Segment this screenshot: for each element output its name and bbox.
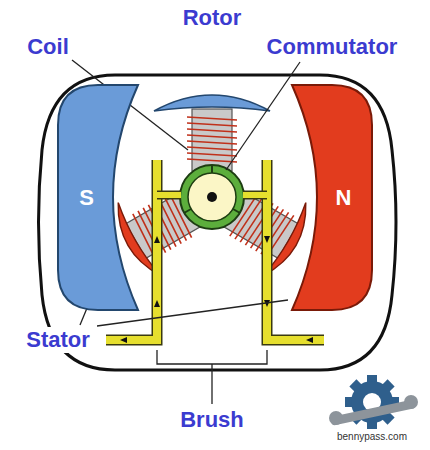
- magnet-outline: [58, 85, 143, 310]
- magnet-shape: [292, 85, 372, 310]
- shaft-center: [207, 192, 217, 202]
- brush-contact: [243, 192, 267, 198]
- wrench: [330, 399, 416, 426]
- pole-letter: S: [79, 185, 94, 211]
- current-arrow: [306, 337, 313, 343]
- wrench-head: [329, 411, 343, 425]
- magnet-outline: [287, 85, 372, 310]
- magnet-pole: S: [58, 85, 143, 310]
- magnet-shape: [58, 85, 138, 310]
- watermark-logo: [329, 375, 418, 429]
- brush-pair: [106, 160, 324, 343]
- current-arrow: [120, 337, 127, 343]
- pole-letter: N: [336, 185, 352, 211]
- coil-winding: [187, 117, 237, 120]
- magnet-pole: N: [287, 85, 372, 310]
- rotor-pole: [154, 95, 270, 171]
- coil-winding: [187, 147, 237, 150]
- rotor-armature: [107, 95, 317, 282]
- part-label: Brush: [178, 407, 246, 432]
- current-arrow: [154, 300, 160, 307]
- leader-line: [211, 364, 212, 404]
- commutator-symbol: [180, 165, 244, 229]
- wrench-head: [404, 395, 418, 409]
- coil-winding: [187, 153, 237, 156]
- leader-line: [226, 62, 300, 170]
- brush-bracket: [157, 350, 267, 364]
- coil-winding: [187, 123, 237, 126]
- brush-contact: [157, 192, 181, 198]
- brush-contact-outline: [157, 191, 181, 200]
- part-label: Commutator: [265, 34, 400, 59]
- coil-winding: [187, 159, 237, 162]
- motor-housing: [39, 75, 397, 370]
- commutator-gap: [233, 209, 240, 213]
- current-arrow: [154, 236, 160, 243]
- current-arrow: [264, 236, 270, 243]
- watermark: bennypass.com: [335, 431, 409, 443]
- commutator-ring: [180, 165, 244, 229]
- part-label: Rotor: [181, 5, 244, 30]
- part-label: Coil: [25, 34, 71, 59]
- commutator-gap: [184, 209, 191, 213]
- coil-winding: [187, 129, 237, 132]
- brush-contact-outline: [243, 191, 267, 200]
- coil-winding: [187, 141, 237, 144]
- part-label: Stator: [24, 327, 92, 352]
- shaft: [188, 173, 236, 221]
- commutator-gap: [211, 165, 213, 173]
- coil-winding: [187, 135, 237, 138]
- pole-shoe: [154, 95, 270, 111]
